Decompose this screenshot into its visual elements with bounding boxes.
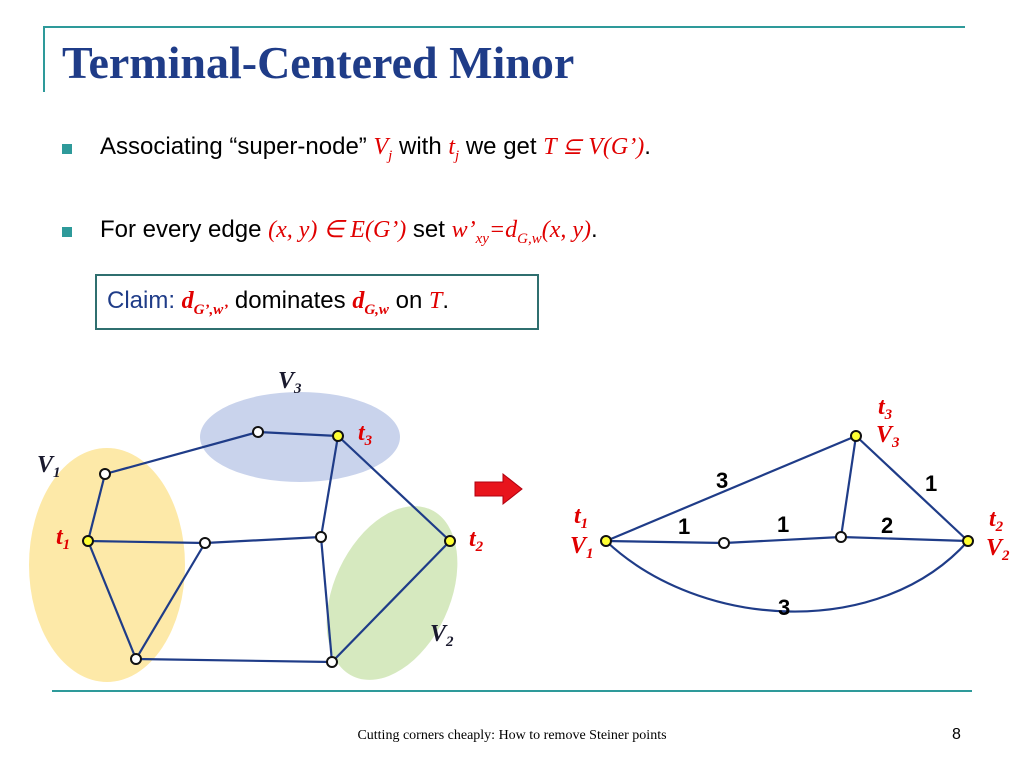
page-number: 8 — [952, 726, 961, 743]
bullet-text-2: For every edge (x, y) ∈ E(G’) set w’xy=d… — [100, 216, 598, 247]
bullet1-text-a: Associating “super-node” — [100, 133, 374, 160]
terminal-node-t2 — [444, 535, 456, 547]
label-t2: t2 — [989, 506, 1004, 535]
region-V2 — [326, 506, 458, 680]
weight-label: 3 — [716, 468, 728, 493]
label-t3: t3 — [358, 420, 373, 449]
edge — [331, 540, 451, 663]
left-graph-edges — [86, 430, 451, 664]
weight-label: 3 — [778, 595, 790, 620]
region-V3 — [200, 392, 400, 482]
edge — [839, 435, 858, 538]
right-graph-edges — [605, 434, 969, 613]
edge — [319, 435, 340, 538]
terminal-node-t2 — [962, 535, 974, 547]
edge — [855, 435, 969, 542]
terminal-node-t1 — [82, 535, 94, 547]
edge — [86, 473, 107, 542]
claim-terminal-set: T — [428, 288, 443, 314]
bullet2-text-a: For every edge — [100, 216, 269, 243]
edge — [86, 540, 138, 660]
edge-weights: 3 1 1 1 2 3 — [678, 468, 937, 620]
bullet1-supernode-var: Vj — [373, 134, 393, 164]
label-t3: t3 — [878, 394, 893, 423]
claim-label: Claim: — [107, 287, 182, 314]
slide-title: Terminal-Centered Minor — [62, 37, 575, 88]
label-V2: V2 — [986, 535, 1010, 564]
region-V1 — [29, 448, 185, 682]
edge — [87, 539, 206, 545]
steiner-node — [835, 531, 847, 543]
edge — [840, 535, 969, 543]
bullet1-formula: T ⊆ V(G’) — [543, 134, 645, 160]
terminal-node-t3 — [850, 430, 862, 442]
steiner-node — [315, 531, 327, 543]
footer-rule — [52, 690, 972, 692]
edge — [319, 536, 334, 663]
edge — [257, 430, 339, 438]
steiner-node — [199, 537, 211, 549]
label-t2: t2 — [469, 526, 484, 555]
steiner-node — [130, 653, 142, 665]
graph-diagram: V1 V3 V2 t1 t3 t2 3 1 1 1 2 3 t1 V1 t — [29, 368, 1010, 682]
label-V3: V3 — [278, 368, 302, 397]
claim-d: dG,w — [352, 288, 389, 318]
bullet-marker-1 — [62, 144, 72, 154]
steiner-node — [252, 426, 264, 438]
bullet2-weight-formula: w’xy=dG,w(x, y) — [451, 217, 592, 247]
weight-label: 2 — [881, 513, 893, 538]
left-graph-nodes — [82, 426, 456, 668]
steiner-node — [99, 468, 111, 480]
claim-box — [95, 274, 539, 330]
label-V1: V1 — [570, 533, 594, 562]
claim-d-prime: dG’,w’ — [181, 288, 229, 318]
right-graph-nodes — [600, 430, 974, 549]
steiner-node — [718, 537, 730, 549]
edge — [204, 535, 322, 545]
edge — [723, 535, 842, 545]
weight-label: 1 — [678, 514, 690, 539]
right-arrow-icon — [474, 472, 523, 506]
terminal-node-t3 — [332, 430, 344, 442]
edge — [605, 434, 857, 543]
title-frame-top-rule — [43, 26, 965, 28]
footer-text: Cutting corners cheaply: How to remove S… — [357, 728, 667, 743]
title-frame-left-rule — [43, 26, 45, 92]
edge — [135, 542, 206, 660]
terminal-node-t1 — [600, 535, 612, 547]
edge — [135, 657, 333, 664]
claim-text: Claim: dG’,w’ dominates dG,w on T. — [107, 287, 449, 318]
edge — [605, 540, 969, 613]
label-t1: t1 — [56, 524, 70, 553]
right-graph-labels: t1 V1 t3 V3 t2 V2 — [570, 394, 1010, 564]
weight-label: 1 — [777, 512, 789, 537]
steiner-node — [326, 656, 338, 668]
bullet1-terminal-var: tj — [448, 134, 460, 164]
label-V1: V1 — [37, 452, 61, 481]
bullet2-edge-formula: (x, y) ∈ E(G’) — [268, 217, 407, 243]
left-graph-labels: V1 V3 V2 t1 t3 t2 — [37, 368, 484, 650]
bullet1-text-b: with — [392, 133, 449, 160]
edge — [104, 430, 259, 476]
label-V3: V3 — [876, 422, 900, 451]
edge — [605, 539, 725, 545]
bullet2-text-b: set — [406, 216, 452, 243]
weight-label: 1 — [925, 471, 937, 496]
edge — [337, 435, 451, 542]
bullet-marker-2 — [62, 227, 72, 237]
bullet-text-1: Associating “super-node” Vj with tj we g… — [100, 133, 651, 164]
bullet1-text-c: we get — [459, 133, 544, 160]
label-t1: t1 — [574, 503, 588, 532]
label-V2: V2 — [430, 621, 454, 650]
